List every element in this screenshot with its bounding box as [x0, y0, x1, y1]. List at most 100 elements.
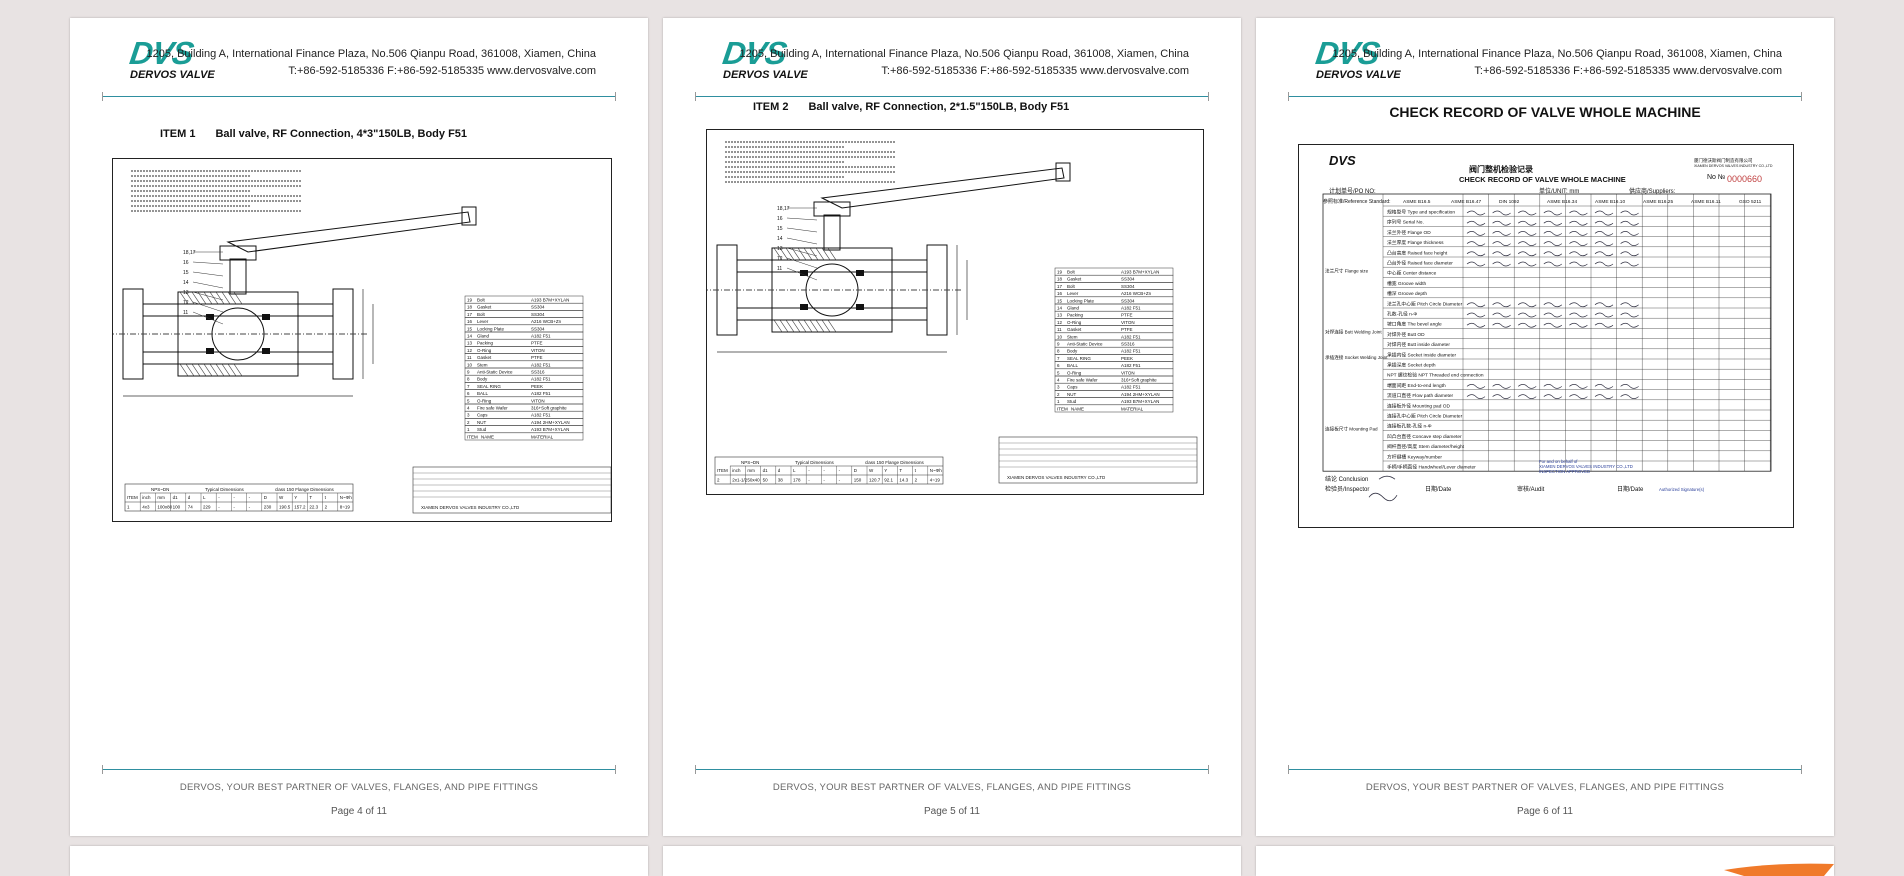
part-material: 316+Soft graphite — [531, 406, 567, 411]
table-head: ITEM — [717, 468, 728, 473]
item-description: Ball valve, RF Connection, 4*3"150LB, Bo… — [215, 128, 468, 140]
handwritten-entry — [1466, 210, 1486, 216]
form-standard: ASME B16.10 — [1595, 199, 1625, 205]
part-callout: 14 — [777, 236, 783, 242]
form-standard: ASME B16.25 — [1643, 199, 1673, 205]
address-line: 1205, Building A, International Finance … — [1332, 48, 1782, 60]
part-material: SS304 — [1121, 284, 1135, 289]
table-col-head: - — [808, 468, 810, 473]
form-row-label: 坡口角度 The bevel angle — [1387, 321, 1442, 328]
part-name: BALL — [477, 391, 489, 396]
part-callout: 18,17 — [777, 206, 790, 212]
part-number: 7 — [467, 384, 470, 389]
handwritten-entry — [1620, 384, 1639, 389]
part-number: 6 — [467, 391, 470, 396]
form-no-label: No № — [1707, 174, 1725, 181]
part-name: NUT — [1067, 392, 1076, 397]
table-col-head: Y — [294, 495, 297, 500]
footer-rule — [102, 765, 616, 774]
contact-line: T:+86-592-5185336 F:+86-592-5185335 www.… — [288, 65, 596, 77]
leader-line — [786, 227, 818, 233]
handwritten-entry — [1492, 220, 1511, 226]
hatch — [185, 291, 195, 305]
part-material: A216 WCB+Zn — [1121, 291, 1152, 296]
lever-handle — [820, 167, 1065, 209]
parts-header-name: NAME — [481, 434, 494, 439]
handwritten-entry — [1492, 261, 1511, 267]
parts-header-item: ITEM — [1057, 406, 1068, 411]
table-value: - — [808, 478, 810, 483]
document-page-5: DVS DERVOS VALVE 1205, Building A, Inter… — [663, 18, 1241, 836]
hatch — [197, 291, 207, 305]
handwritten-entry — [1466, 322, 1486, 328]
form-standard: ASME B16.34 — [1547, 199, 1577, 205]
document-page-9-partial — [1256, 846, 1834, 876]
leader-line — [192, 271, 224, 277]
handwritten-entry — [1492, 210, 1511, 216]
part-material: PTFE — [1121, 313, 1133, 318]
dervos-logo: DVS DERVOS VALVE — [720, 35, 818, 81]
leader-line — [786, 267, 818, 281]
part-number: 2 — [467, 420, 470, 425]
form-standard: ASME B16.47 — [1451, 199, 1481, 205]
part-material: A182 F51 — [531, 391, 551, 396]
hatch — [221, 291, 231, 305]
part-name: Bolt — [477, 298, 486, 303]
part-material: VITON — [1121, 320, 1135, 325]
part-name: Caps — [1067, 385, 1078, 390]
handwritten-entry — [1569, 322, 1588, 328]
table-col-head: T — [309, 495, 312, 500]
table-value: 178 — [793, 478, 801, 483]
lever-grip — [461, 206, 477, 226]
table-value: 229 — [203, 505, 211, 510]
title-block — [998, 436, 1198, 484]
handwritten-entry — [1517, 241, 1537, 246]
part-material: A193 B7M+XYLAN — [531, 427, 569, 432]
part-material: 316+Soft graphite — [1121, 378, 1157, 383]
item-number: ITEM 1 — [160, 128, 196, 140]
form-inspector: 检验员/Inspector — [1325, 485, 1369, 493]
handwritten-entry — [1620, 322, 1639, 328]
part-number: 4 — [1057, 378, 1060, 383]
part-material: VITON — [531, 348, 545, 353]
item-number: ITEM 2 — [753, 101, 789, 113]
seal-ring — [800, 270, 808, 276]
logo-text: DERVOS VALVE — [723, 69, 808, 81]
hatch — [815, 247, 825, 261]
hatch — [791, 319, 801, 333]
handwritten-entry — [1517, 231, 1537, 236]
form-table — [1322, 193, 1772, 472]
table-col-head: - — [839, 468, 841, 473]
hatch — [779, 319, 789, 333]
document-page-6: DVS DERVOS VALVE 1205, Building A, Inter… — [1256, 18, 1834, 836]
hatch — [215, 363, 225, 377]
form-row-label: 槽深 Groove depth — [1387, 290, 1427, 297]
hatch — [221, 363, 231, 377]
page-number: Page 4 of 11 — [331, 806, 387, 817]
seal-ring — [206, 348, 214, 354]
table-col-head: N~Φh — [340, 495, 352, 500]
handwritten-entry — [1466, 241, 1486, 246]
handwritten-entry — [1594, 210, 1614, 216]
company-address: 1205, Building A, International Finance … — [740, 46, 1189, 80]
form-row-label: 对焊外径 Butt OD — [1387, 331, 1425, 338]
handwritten-entry — [1569, 251, 1588, 257]
part-name: Fire safe Wafer — [1067, 378, 1098, 383]
part-number: 9 — [467, 370, 470, 375]
form-row-label: 承插内径 Socket inside diameter — [1387, 351, 1456, 358]
part-material: PTFE — [531, 355, 543, 360]
handwritten-entry — [1466, 312, 1486, 318]
handwritten-conclusion — [1378, 475, 1396, 480]
handwritten-entry — [1594, 251, 1614, 257]
hatch — [821, 319, 831, 333]
part-callout: 11 — [183, 310, 188, 316]
part-name: Locking Plate — [1067, 298, 1095, 303]
table-value: 92.1 — [884, 478, 893, 483]
part-material: PTFE — [1121, 327, 1133, 332]
part-name: Bolt — [1067, 270, 1076, 275]
part-callout: 12 — [777, 256, 783, 262]
table-value: 1 — [127, 505, 130, 510]
part-callout: 13 — [183, 290, 189, 296]
stem — [229, 258, 247, 295]
